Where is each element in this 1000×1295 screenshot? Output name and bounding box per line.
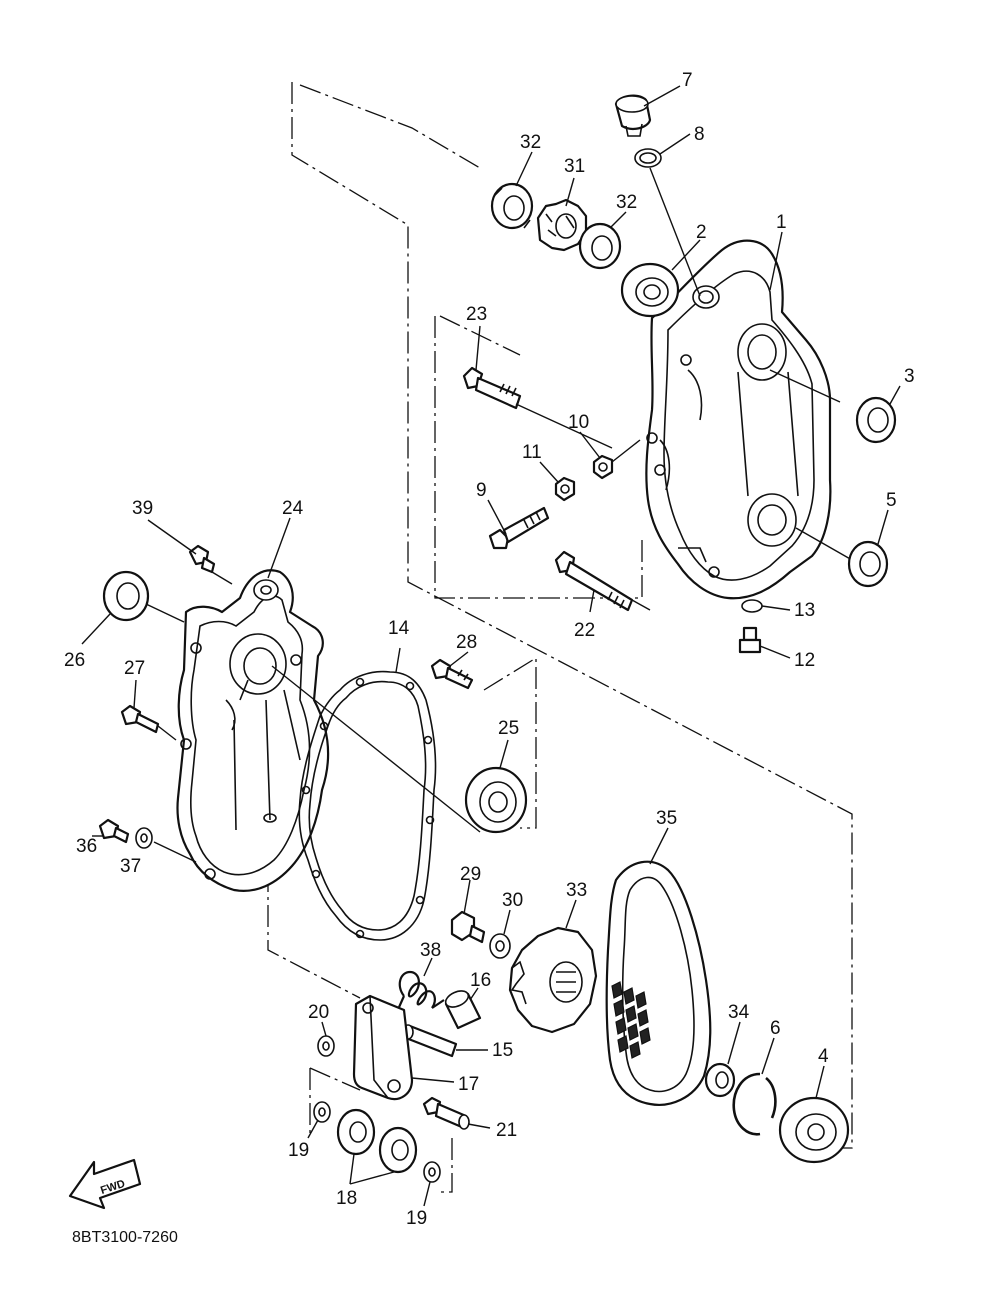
screw-12 xyxy=(738,626,762,654)
callout-15: 15 xyxy=(492,1040,513,1061)
callout-35: 35 xyxy=(656,808,677,829)
callout-7: 7 xyxy=(682,70,693,91)
callout-19-left: 19 xyxy=(288,1140,309,1161)
drive-gear-31 xyxy=(536,198,588,252)
callout-1: 1 xyxy=(776,212,787,233)
callout-19-right: 19 xyxy=(406,1208,427,1229)
gasket-14 xyxy=(298,670,437,941)
oil-seal-5 xyxy=(847,540,889,588)
callout-26: 26 xyxy=(64,650,85,671)
callout-29: 29 xyxy=(460,864,481,885)
callout-37: 37 xyxy=(120,856,141,877)
shaft-15 xyxy=(402,1024,458,1058)
o-ring xyxy=(634,148,662,168)
spring-38 xyxy=(394,970,445,1015)
bearing-32-right xyxy=(578,222,622,270)
nut-11 xyxy=(554,476,576,502)
bolt-9 xyxy=(488,506,550,550)
washer-13 xyxy=(741,599,763,613)
washer-19-left xyxy=(313,1101,331,1123)
callout-22: 22 xyxy=(574,620,595,641)
part-code: 8BT3100-7260 xyxy=(72,1229,178,1246)
sprocket-33 xyxy=(508,926,598,1034)
washer-20 xyxy=(317,1035,335,1057)
callout-36: 36 xyxy=(76,836,97,857)
callout-14: 14 xyxy=(388,618,410,639)
drive-chain-35 xyxy=(605,860,712,1106)
forward-direction-arrow-icon: FWD xyxy=(68,1158,142,1210)
oil-filler-plug xyxy=(614,94,652,137)
callout-20: 20 xyxy=(308,1002,329,1023)
callout-31: 31 xyxy=(564,156,585,177)
bolt-36 xyxy=(98,818,130,844)
crankcase-cover xyxy=(176,569,481,892)
callout-3: 3 xyxy=(904,366,915,387)
callout-24: 24 xyxy=(282,498,304,519)
bearing-25 xyxy=(464,766,528,834)
bearing-4 xyxy=(778,1096,850,1164)
callout-4: 4 xyxy=(818,1046,829,1067)
callout-38: 38 xyxy=(420,940,441,961)
bolt-39 xyxy=(188,544,216,574)
leader-lines xyxy=(81,85,901,1207)
callout-2: 2 xyxy=(696,222,707,243)
bearing-32-left xyxy=(490,182,534,230)
bolt-29 xyxy=(450,910,486,944)
bolt-21 xyxy=(422,1096,470,1130)
callout-13: 13 xyxy=(794,600,815,621)
callout-39: 39 xyxy=(132,498,153,519)
callout-30: 30 xyxy=(502,890,523,911)
nut-10 xyxy=(592,454,614,480)
oil-seal-3 xyxy=(855,396,897,444)
callout-32-left: 32 xyxy=(520,132,541,153)
oil-seal-26 xyxy=(102,570,150,622)
bolt-23 xyxy=(462,366,522,410)
tensioner-arm-17 xyxy=(352,994,414,1101)
callout-25: 25 xyxy=(498,718,519,739)
collar-34 xyxy=(704,1062,736,1098)
callout-33: 33 xyxy=(566,880,587,901)
rollers-18 xyxy=(336,1108,418,1174)
callout-18: 18 xyxy=(336,1188,357,1209)
callout-16: 16 xyxy=(470,970,491,991)
bearing-2 xyxy=(620,262,680,318)
callout-6: 6 xyxy=(770,1018,781,1039)
collar-16 xyxy=(444,990,482,1030)
washer-19-right xyxy=(423,1161,441,1183)
bolt-22 xyxy=(554,550,634,612)
callout-34: 34 xyxy=(728,1002,750,1023)
circlip-6 xyxy=(732,1072,777,1136)
callout-11: 11 xyxy=(522,442,542,463)
assembly-guide-lines xyxy=(267,82,853,1193)
callout-5: 5 xyxy=(886,490,897,511)
callout-23: 23 xyxy=(466,304,487,325)
callout-28: 28 xyxy=(456,632,477,653)
washer-30 xyxy=(489,933,511,959)
callout-10: 10 xyxy=(568,412,589,433)
callout-labels: 1 2 3 4 5 6 7 8 9 10 11 12 13 14 15 16 1… xyxy=(64,70,915,1229)
callout-21: 21 xyxy=(496,1120,517,1141)
callout-8: 8 xyxy=(694,124,705,145)
callout-27: 27 xyxy=(124,658,145,679)
washer-37 xyxy=(135,827,153,849)
callout-12: 12 xyxy=(794,650,815,671)
right-case-cover xyxy=(645,239,853,600)
bolt-28 xyxy=(430,658,474,690)
bolt-27 xyxy=(120,704,160,734)
callout-17: 17 xyxy=(458,1074,479,1095)
callout-32-right: 32 xyxy=(616,192,637,213)
callout-9: 9 xyxy=(476,480,487,501)
